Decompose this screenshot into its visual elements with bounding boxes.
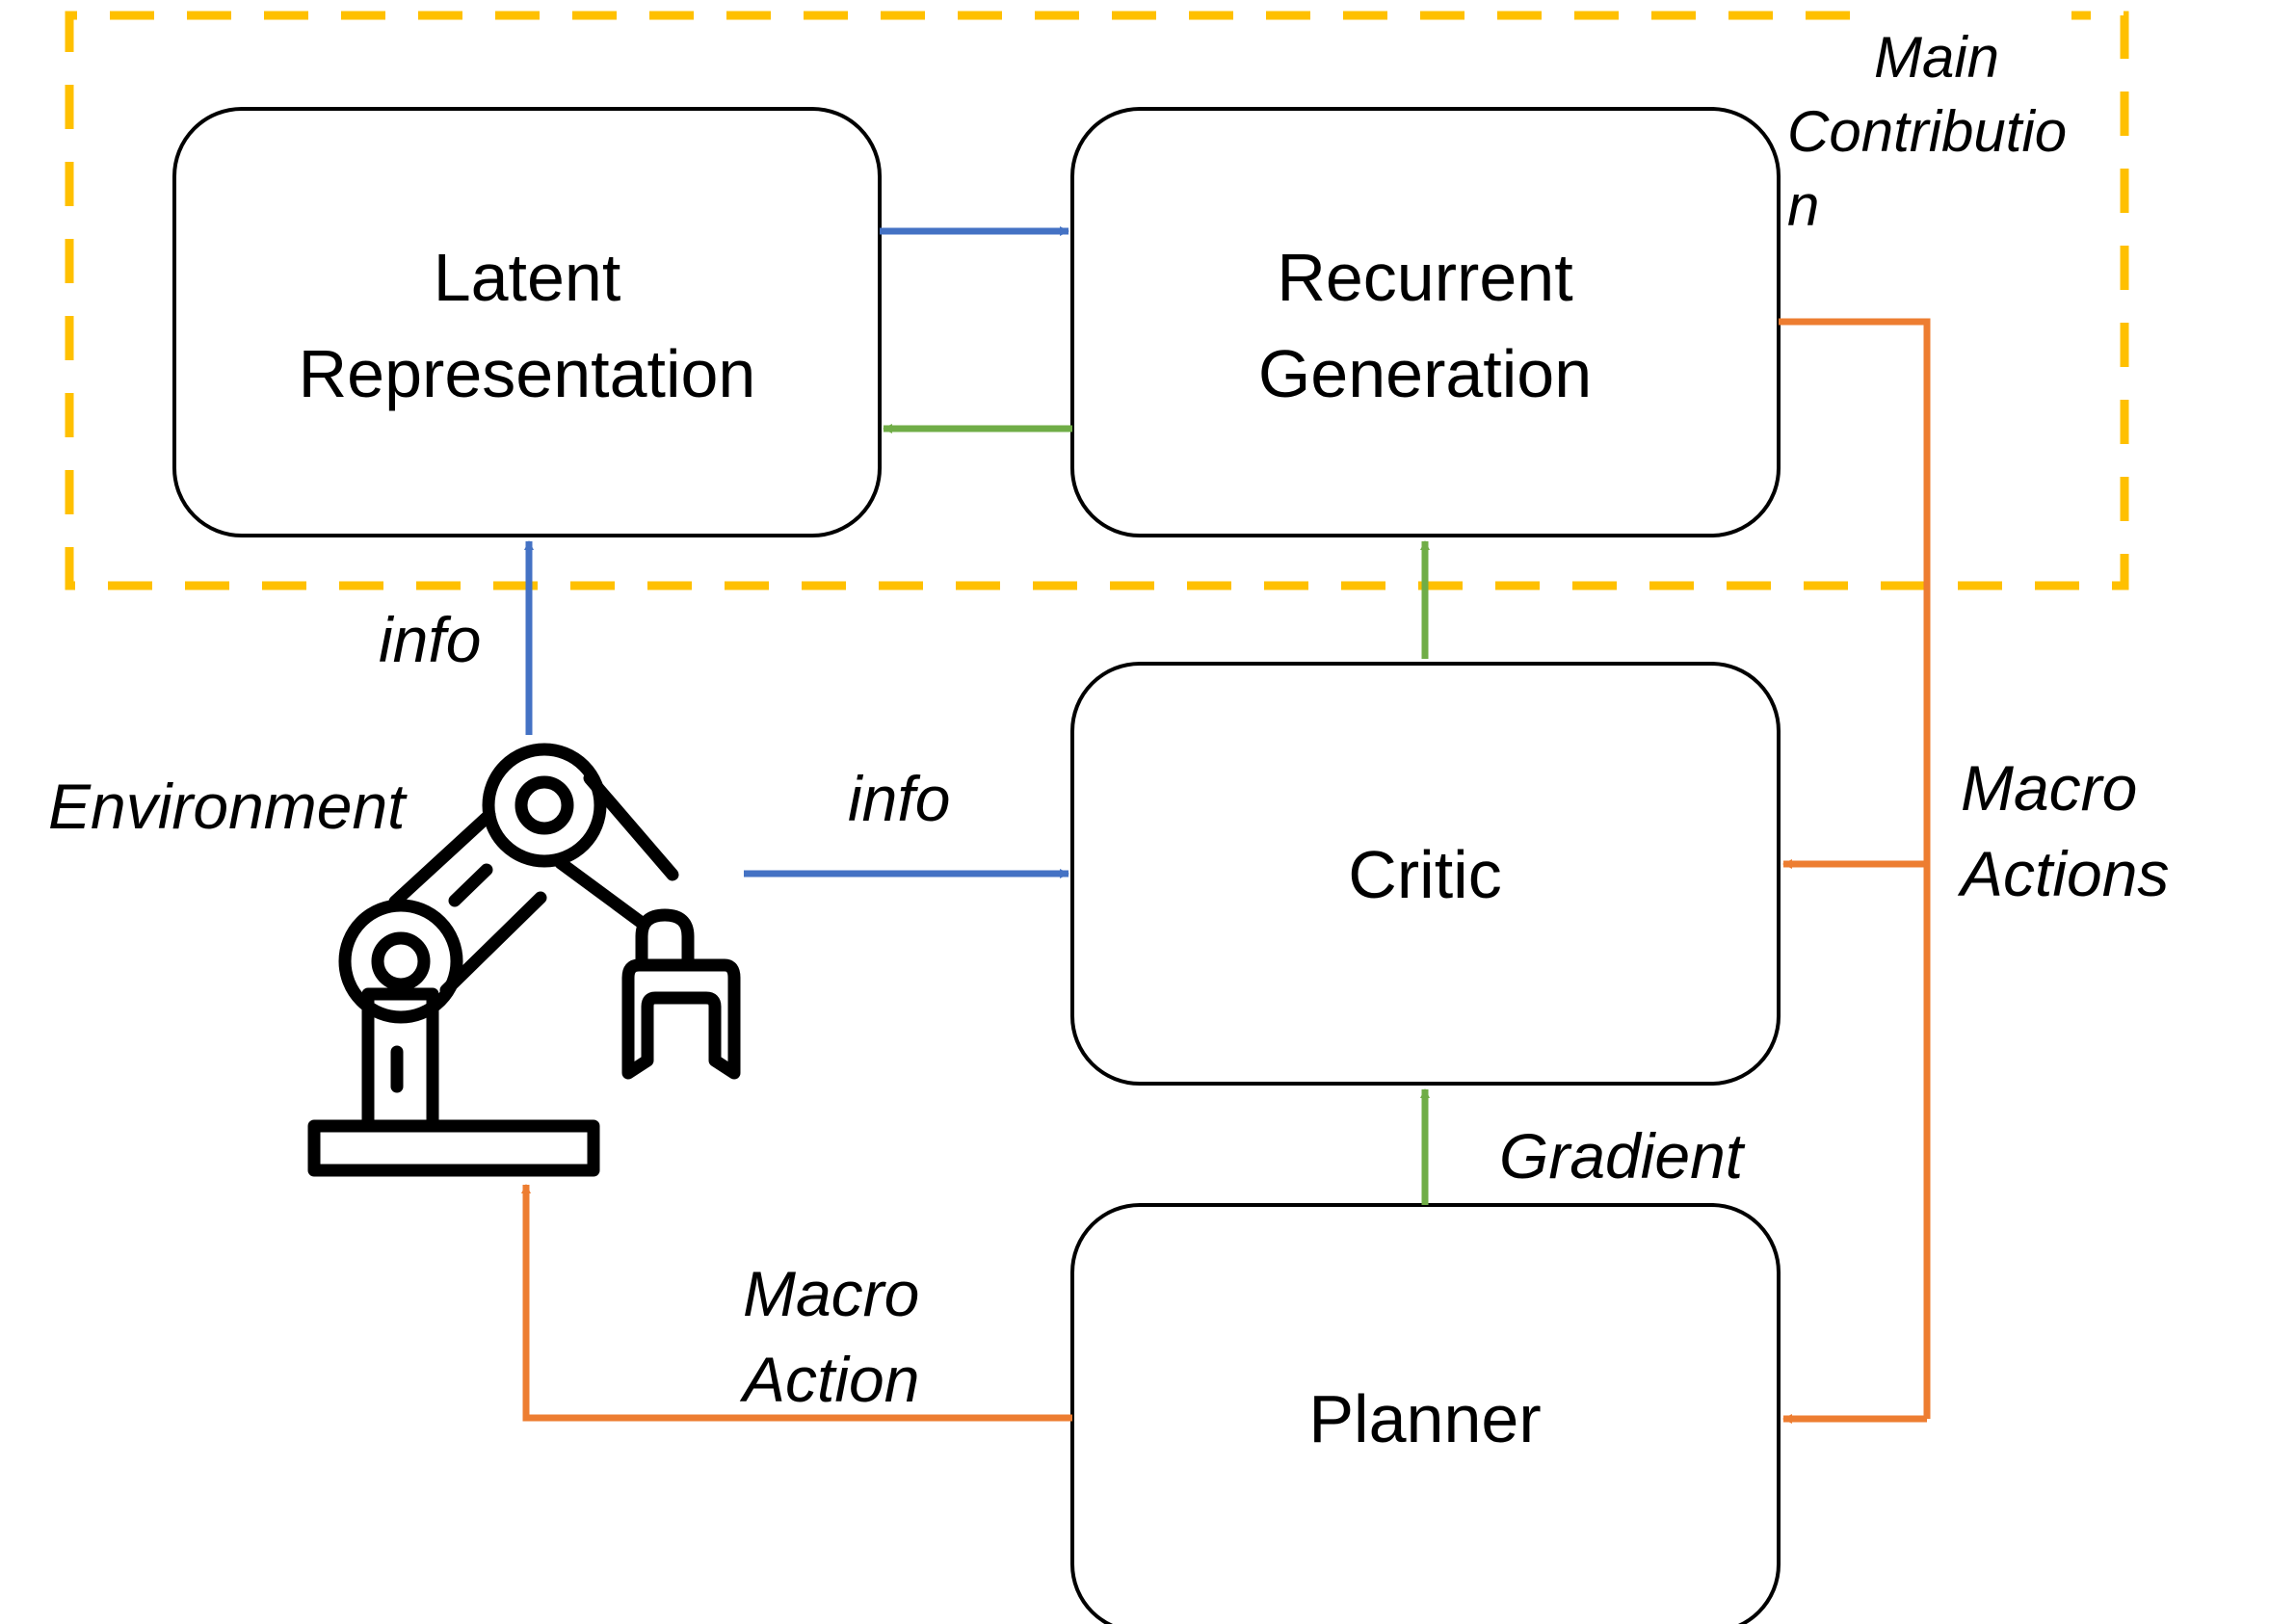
- latent-representation-label-line2: Representation: [299, 336, 756, 411]
- main-contribution-label-line2: Contributio: [1787, 99, 2067, 164]
- main-contribution-label-line3: n: [1787, 173, 1819, 238]
- gradient-label: Gradient: [1499, 1120, 1746, 1192]
- recurrent-generation-label-line1: Recurrent: [1277, 240, 1572, 315]
- planner-to-environment-arrow: [521, 1184, 1072, 1422]
- critic-box: [1070, 662, 1781, 1086]
- latent-representation-box: [172, 107, 882, 537]
- macro-action-label-line2: Action: [739, 1344, 919, 1415]
- info-right-label: info: [848, 763, 950, 834]
- critic-label: Critic: [1348, 837, 1501, 912]
- recurrent-macro-actions-line: [1779, 318, 1931, 1419]
- main-contribution-border: [65, 11, 2129, 590]
- macro-actions-label-line1: Macro: [1961, 752, 2137, 824]
- info-up-label: info: [379, 604, 481, 675]
- robot-arm-icon: [307, 743, 741, 1177]
- planner-label: Planner: [1308, 1381, 1541, 1456]
- macro-action-label-line1: Macro: [743, 1258, 919, 1329]
- environment-label: Environment: [48, 771, 408, 842]
- recurrent-generation-label-line2: Generation: [1258, 336, 1592, 411]
- latent-representation-label-line1: Latent: [434, 240, 621, 315]
- recurrent-generation-box: [1070, 107, 1781, 537]
- macro-actions-label-line2: Actions: [1957, 838, 2169, 909]
- main-contribution-label-line1: Main: [1874, 25, 1999, 90]
